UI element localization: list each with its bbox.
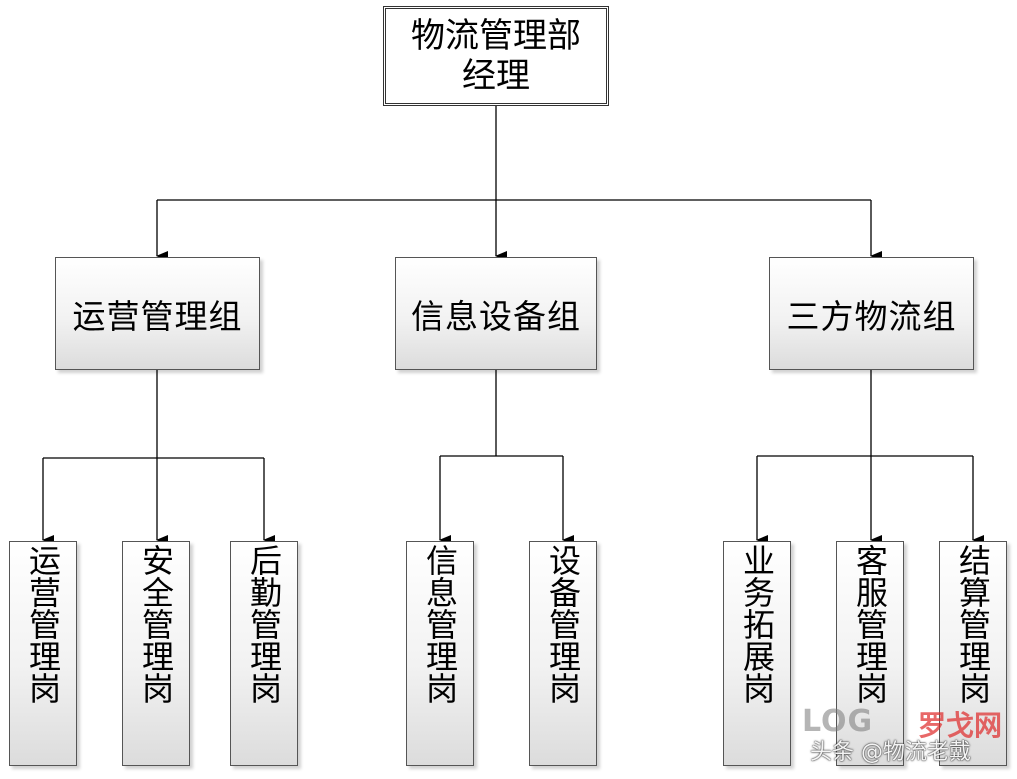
post-node-logistics-support: 后勤管理岗 (230, 541, 298, 766)
group-label: 信息设备组 (411, 296, 581, 336)
watermark: LOG 罗戈网 头条 @物流老戴 (802, 700, 1012, 772)
group-label: 三方物流组 (786, 296, 957, 336)
post-label: 设备管理岗 (544, 544, 582, 704)
post-label: 安全管理岗 (137, 544, 175, 704)
post-node-equipment-mgmt: 设备管理岗 (529, 541, 597, 766)
post-node-info-mgmt: 信息管理岗 (406, 541, 474, 766)
post-node-safety-mgmt: 安全管理岗 (122, 541, 190, 766)
group-node-it-equipment: 信息设备组 (395, 257, 597, 370)
post-label: 后勤管理岗 (245, 544, 283, 704)
group-node-3pl: 三方物流组 (769, 257, 974, 370)
post-label: 业务拓展岗 (738, 544, 776, 704)
post-label: 结算管理岗 (954, 544, 992, 704)
watermark-logo: LOG (802, 704, 874, 739)
post-node-customer-service: 客服管理岗 (836, 541, 904, 766)
post-label: 运营管理岗 (24, 544, 62, 704)
root-node-manager: 物流管理部经理 (383, 6, 609, 106)
post-label: 信息管理岗 (421, 544, 459, 704)
watermark-logo-cn: 罗戈网 (918, 709, 1003, 742)
group-label: 运营管理组 (72, 296, 243, 336)
watermark-handle: 头条 @物流老戴 (810, 740, 971, 765)
post-node-settlement-mgmt: 结算管理岗 (939, 541, 1007, 766)
group-node-operations: 运营管理组 (55, 257, 260, 370)
post-node-business-dev: 业务拓展岗 (723, 541, 791, 766)
post-label: 客服管理岗 (851, 544, 889, 704)
root-node-label: 物流管理部经理 (411, 16, 581, 96)
post-node-operations-mgmt: 运营管理岗 (9, 541, 77, 766)
